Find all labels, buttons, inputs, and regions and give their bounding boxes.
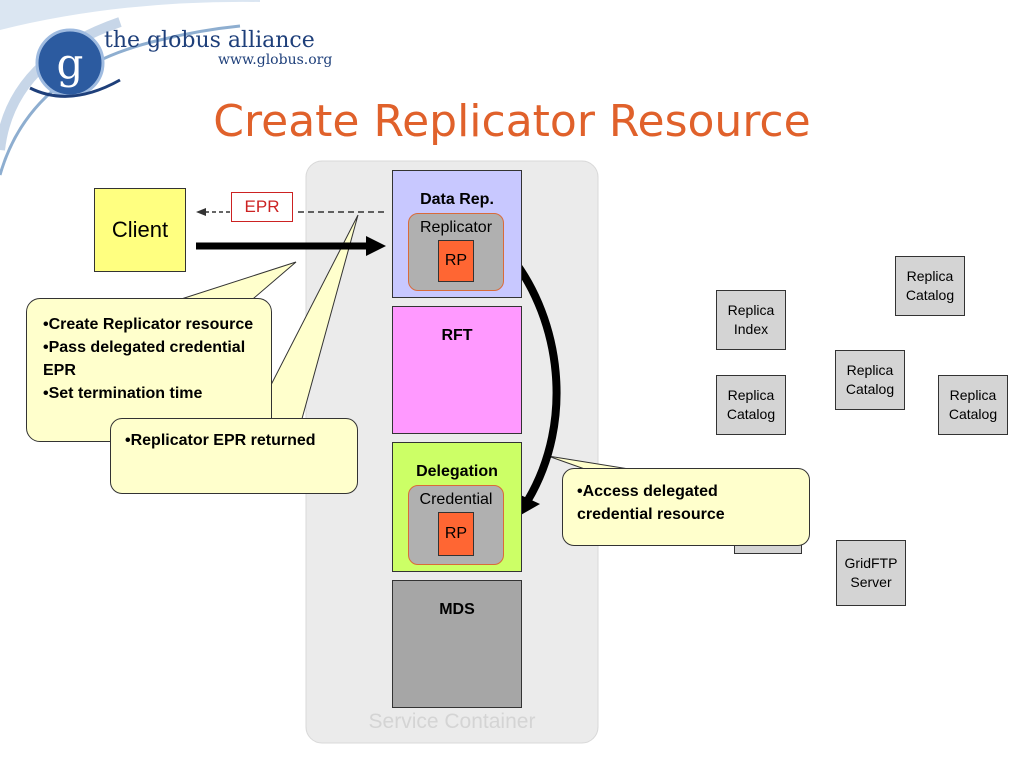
delegation-label: Delegation (416, 463, 498, 480)
service-container-label: Service Container (368, 710, 536, 733)
header-swoosh (0, 0, 260, 30)
brand-name: the globus alliance (104, 28, 315, 53)
access-arrow (508, 255, 561, 503)
rft-label: RFT (441, 327, 473, 344)
replica-catalog-node: Replica Catalog (835, 350, 905, 410)
credential-rp: RP (438, 512, 474, 556)
replica-index-node: Replica Index (716, 290, 786, 350)
replica-catalog-node: Replica Catalog (895, 256, 965, 316)
rft-service: RFT (392, 306, 522, 434)
replica-catalog-node: Replica Catalog (716, 375, 786, 435)
credential-label: Credential (419, 491, 493, 508)
replicator-label: Replicator (419, 219, 493, 236)
epr-label: EPR (231, 192, 293, 222)
mds-label: MDS (439, 601, 475, 618)
callout-epr-returned: •Replicator EPR returned (110, 418, 358, 494)
replicator-rp: RP (438, 240, 474, 282)
replica-catalog-node: Replica Catalog (938, 375, 1008, 435)
svg-text:g: g (57, 39, 84, 88)
mds-service: MDS (392, 580, 522, 708)
page-title: Create Replicator Resource (213, 96, 811, 147)
header-swoosh-line (0, 24, 241, 176)
gridftp-server-node: GridFTP Server (836, 540, 906, 606)
client-box: Client (94, 188, 186, 272)
brand-url[interactable]: www.globus.org (218, 52, 333, 68)
data-rep-label: Data Rep. (420, 191, 494, 208)
callout-access-credential: •Access delegated credential resource (562, 468, 810, 546)
